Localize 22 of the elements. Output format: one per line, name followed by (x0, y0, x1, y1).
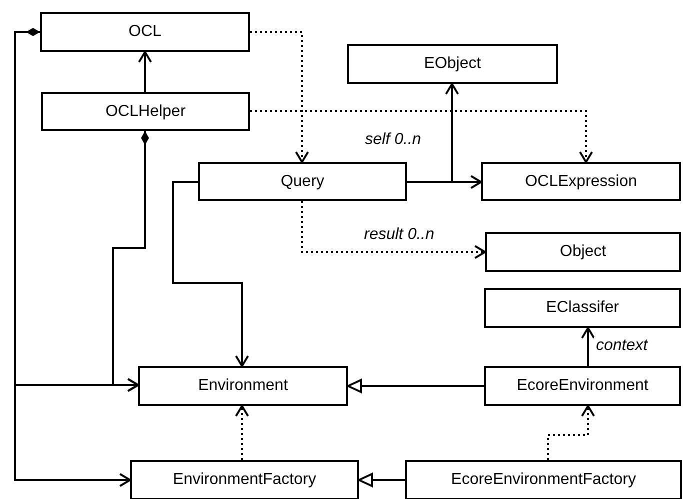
class-box: OCLHelper (41, 92, 250, 131)
class-box: OCL (40, 12, 250, 52)
association-arrow (138, 51, 152, 92)
class-box: EcoreEnvironment (484, 366, 681, 406)
dependency-arrow (301, 201, 486, 259)
inheritance-arrow (347, 379, 484, 393)
class-box: EObject (347, 44, 558, 84)
inheritance-arrow (358, 473, 405, 487)
dependency-arrow (235, 405, 249, 460)
dependency-arrow (250, 110, 593, 163)
class-box: EClassifer (484, 288, 681, 328)
class-box: EcoreEnvironmentFactory (405, 460, 682, 499)
class-box: Object (485, 232, 681, 272)
composition-arrow (14, 28, 131, 487)
dependency-arrow (250, 31, 309, 163)
class-box: Environment (138, 366, 348, 406)
association-arrow (581, 327, 595, 366)
association-arrow (172, 181, 249, 367)
dependency-arrow (547, 405, 595, 460)
class-box: EnvironmentFactory (130, 460, 359, 499)
class-box: OCLExpression (481, 162, 681, 201)
class-box: Query (198, 162, 407, 201)
